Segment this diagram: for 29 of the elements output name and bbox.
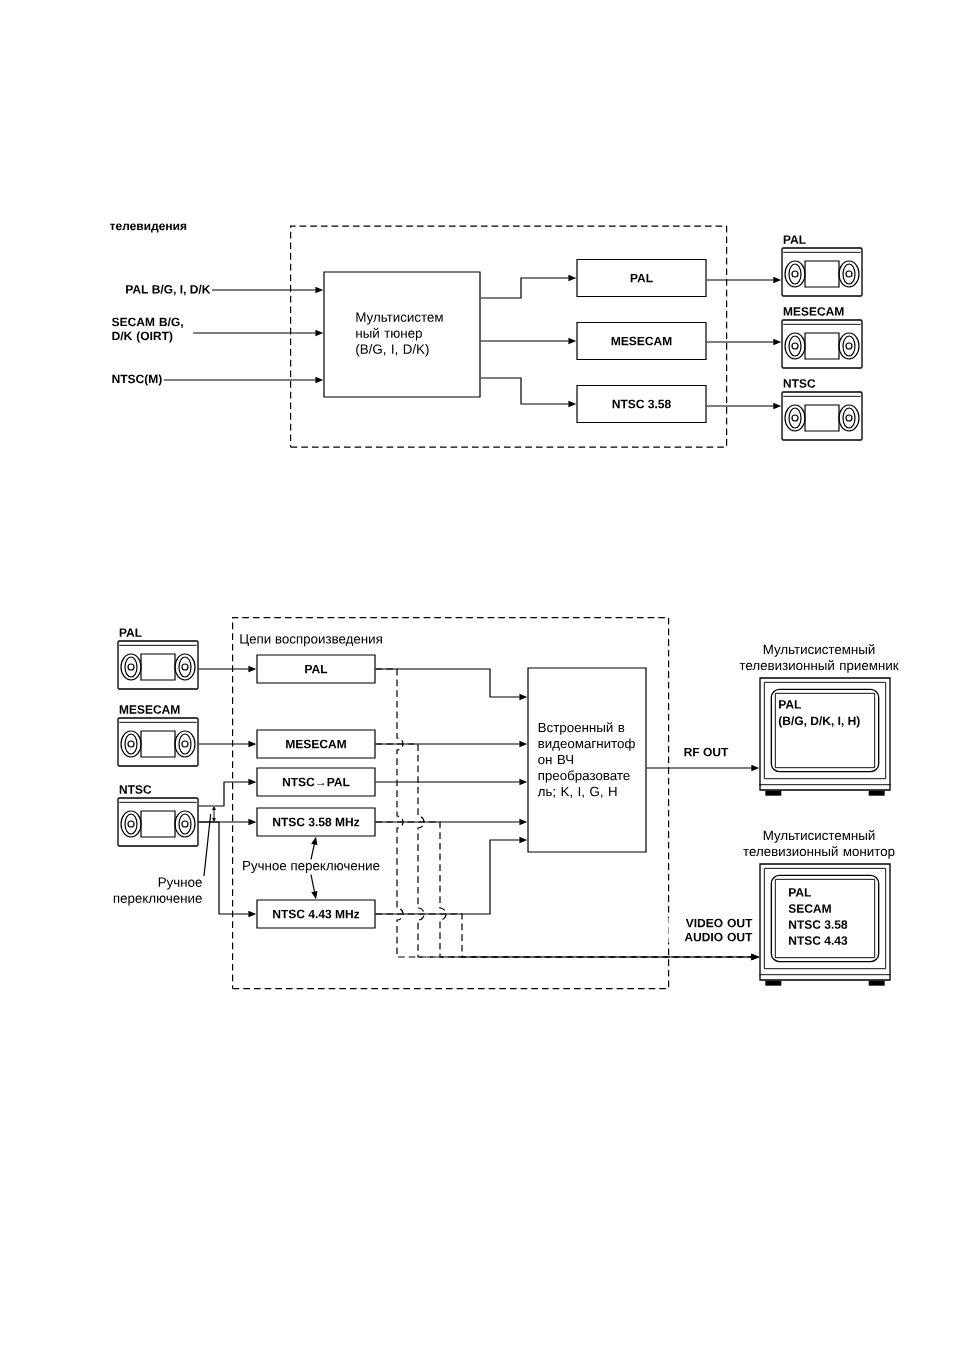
switch-label: Ручное переключение [243,861,380,873]
cassette-label: MESECAM [119,705,180,714]
process-box: NTSC 3.58 MHz [256,807,376,837]
cassette-label: NTSC [783,379,816,388]
switch-label: Ручное переключение [113,877,202,906]
process-box: MESECAM [576,321,707,361]
cassette-label: PAL [783,235,806,244]
process-box: PAL [576,258,707,298]
frame-heading: Цепи воспроизведения [240,634,382,647]
tv-heading: Мультисистемный телевизионный приемник [739,644,899,673]
cassette-label: PAL [119,628,142,637]
caption-text: телевидения [109,223,187,233]
edge-label: VIDEO OUT AUDIO OUT [668,917,754,943]
process-box: Мультисистем ный тюнер (B/G, I, D/K) [323,271,481,398]
dashed-frame [290,225,728,448]
tv-heading: Мультисистемный телевизионный монитор [743,830,895,859]
line [203,813,212,877]
input-label: SECAM B/G, D/K (OIRT) [111,317,183,343]
edge-label: RF OUT [682,746,730,758]
process-box: NTSC 4.43 MHz [256,899,376,929]
cassette-label: NTSC [119,785,152,794]
process-box: NTSC→PAL [256,767,376,797]
input-label: NTSC(M) [112,374,162,386]
process-box: PAL [256,654,376,684]
process-box: NTSC 3.58 [576,384,707,424]
process-box: Встроенный в видеомагнитоф он ВЧ преобразовате ль; K, I, G, H [527,667,647,853]
input-label: PAL B/G, I, D/K [126,284,211,296]
cassette-label: MESECAM [783,307,844,316]
process-box: MESECAM [256,729,376,759]
